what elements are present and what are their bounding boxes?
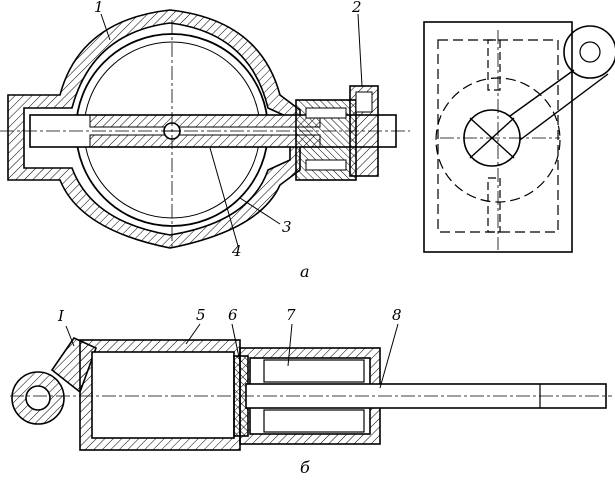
label-detail-I: I bbox=[58, 307, 64, 325]
label-part-7: 7 bbox=[286, 306, 296, 324]
label-part-4: 4 bbox=[232, 242, 242, 260]
label-part-3: 3 bbox=[282, 218, 292, 236]
caption-view-b: б bbox=[300, 458, 310, 477]
label-part-6: 6 bbox=[228, 306, 238, 324]
actuator-section-view bbox=[10, 323, 612, 451]
label-part-8: 8 bbox=[392, 306, 402, 324]
valve-section-view bbox=[0, 9, 410, 250]
valve-side-view bbox=[423, 21, 615, 253]
label-part-2: 2 bbox=[352, 0, 362, 16]
lever-eye bbox=[563, 25, 615, 79]
caption-view-a: а bbox=[300, 262, 310, 281]
label-part-5: 5 bbox=[196, 306, 206, 324]
label-part-1: 1 bbox=[94, 0, 104, 16]
side-plate bbox=[423, 21, 573, 253]
